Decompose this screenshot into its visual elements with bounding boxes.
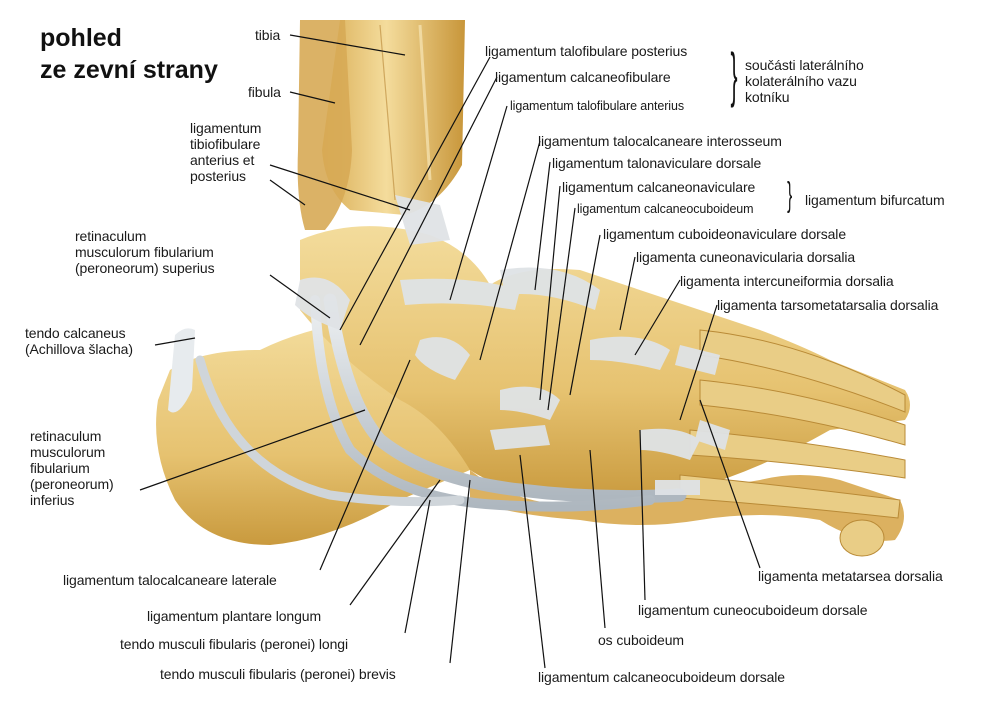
- label-bifurcatum: ligamentum bifurcatum: [805, 192, 945, 208]
- leg-bones: [297, 20, 465, 230]
- label-cuneonavicularia: ligamenta cuneonavicularia dorsalia: [636, 249, 856, 265]
- label-line: (Achillova šlacha): [25, 341, 133, 357]
- label-line: kotníku: [745, 89, 790, 105]
- label-lig-tibiofibulare: ligamentum tibiofibulare anterius et pos…: [190, 120, 261, 184]
- label-line: inferius: [30, 492, 75, 508]
- label-cuneocuboideum: ligamentum cuneocuboideum dorsale: [638, 602, 868, 618]
- label-line: kolaterálního vazu: [745, 73, 857, 89]
- metatarsals: [679, 329, 906, 557]
- bifurcatum-brace: }: [787, 176, 793, 214]
- label-line: musculorum fibularium: [75, 244, 214, 260]
- lateral-group-brace: }: [730, 41, 738, 108]
- label-line: (peroneorum) superius: [75, 260, 215, 276]
- label-line: ligamentum: [190, 120, 262, 136]
- label-lateral-group: součásti laterálního kolaterálního vazu …: [745, 57, 864, 105]
- view-title-line1: pohled: [40, 24, 122, 52]
- label-calcaneonaviculare: ligamentum calcaneonaviculare: [562, 179, 756, 195]
- peroneal-tendons: [195, 293, 687, 512]
- label-talocalcaneare-interosseum: ligamentum talocalcaneare interosseum: [538, 133, 782, 149]
- label-calcaneocuboideum-dorsale: ligamentum calcaneocuboideum dorsale: [538, 669, 785, 685]
- label-tarsometatarsalia: ligamenta tarsometatarsalia dorsalia: [717, 297, 939, 313]
- label-line: tibiofibulare: [190, 136, 261, 152]
- label-talofibulare-posterius: ligamentum talofibulare posterius: [485, 43, 688, 59]
- leader-lines: [139, 34, 761, 669]
- label-os-cuboideum: os cuboideum: [598, 632, 684, 648]
- label-tendo-calcaneus: tendo calcaneus (Achillova šlacha): [25, 325, 133, 357]
- label-line: součásti laterálního: [745, 57, 864, 73]
- label-line: anterius et: [190, 152, 255, 168]
- label-line: musculorum: [30, 444, 106, 460]
- label-cuboideonaviculare: ligamentum cuboideonaviculare dorsale: [603, 226, 847, 242]
- label-fibularis-longi: tendo musculi fibularis (peronei) longi: [120, 636, 348, 652]
- label-talocalcaneare-laterale: ligamentum talocalcaneare laterale: [63, 572, 277, 588]
- ligaments: [295, 195, 730, 495]
- view-title-line2: ze zevní strany: [40, 56, 218, 84]
- label-line: retinaculum: [30, 428, 102, 444]
- label-retinaculum-inferius: retinaculum musculorum fibularium (peron…: [30, 428, 114, 508]
- label-talonaviculare-dorsale: ligamentum talonaviculare dorsale: [552, 155, 762, 171]
- label-retinaculum-superius: retinaculum musculorum fibularium (peron…: [75, 228, 215, 276]
- label-fibularis-brevis: tendo musculi fibularis (peronei) brevis: [160, 666, 396, 682]
- label-metatarsea: ligamenta metatarsea dorsalia: [758, 568, 943, 584]
- label-line: posterius: [190, 168, 246, 184]
- label-line: fibularium: [30, 460, 90, 476]
- label-intercuneiformia: ligamenta intercuneiformia dorsalia: [680, 273, 894, 289]
- label-fibula: fibula: [248, 84, 281, 100]
- label-tibia: tibia: [255, 27, 281, 43]
- label-calcaneocuboideum: ligamentum calcaneocuboideum: [577, 202, 754, 216]
- label-calcaneofibulare: ligamentum calcaneofibulare: [495, 69, 671, 85]
- label-line: (peroneorum): [30, 476, 114, 492]
- label-line: retinaculum: [75, 228, 147, 244]
- label-talofibulare-anterius: ligamentum talofibulare anterius: [510, 99, 684, 113]
- label-plantare-longum: ligamentum plantare longum: [147, 608, 322, 624]
- label-line: tendo calcaneus: [25, 325, 126, 341]
- view-title: pohled ze zevní strany: [40, 22, 218, 86]
